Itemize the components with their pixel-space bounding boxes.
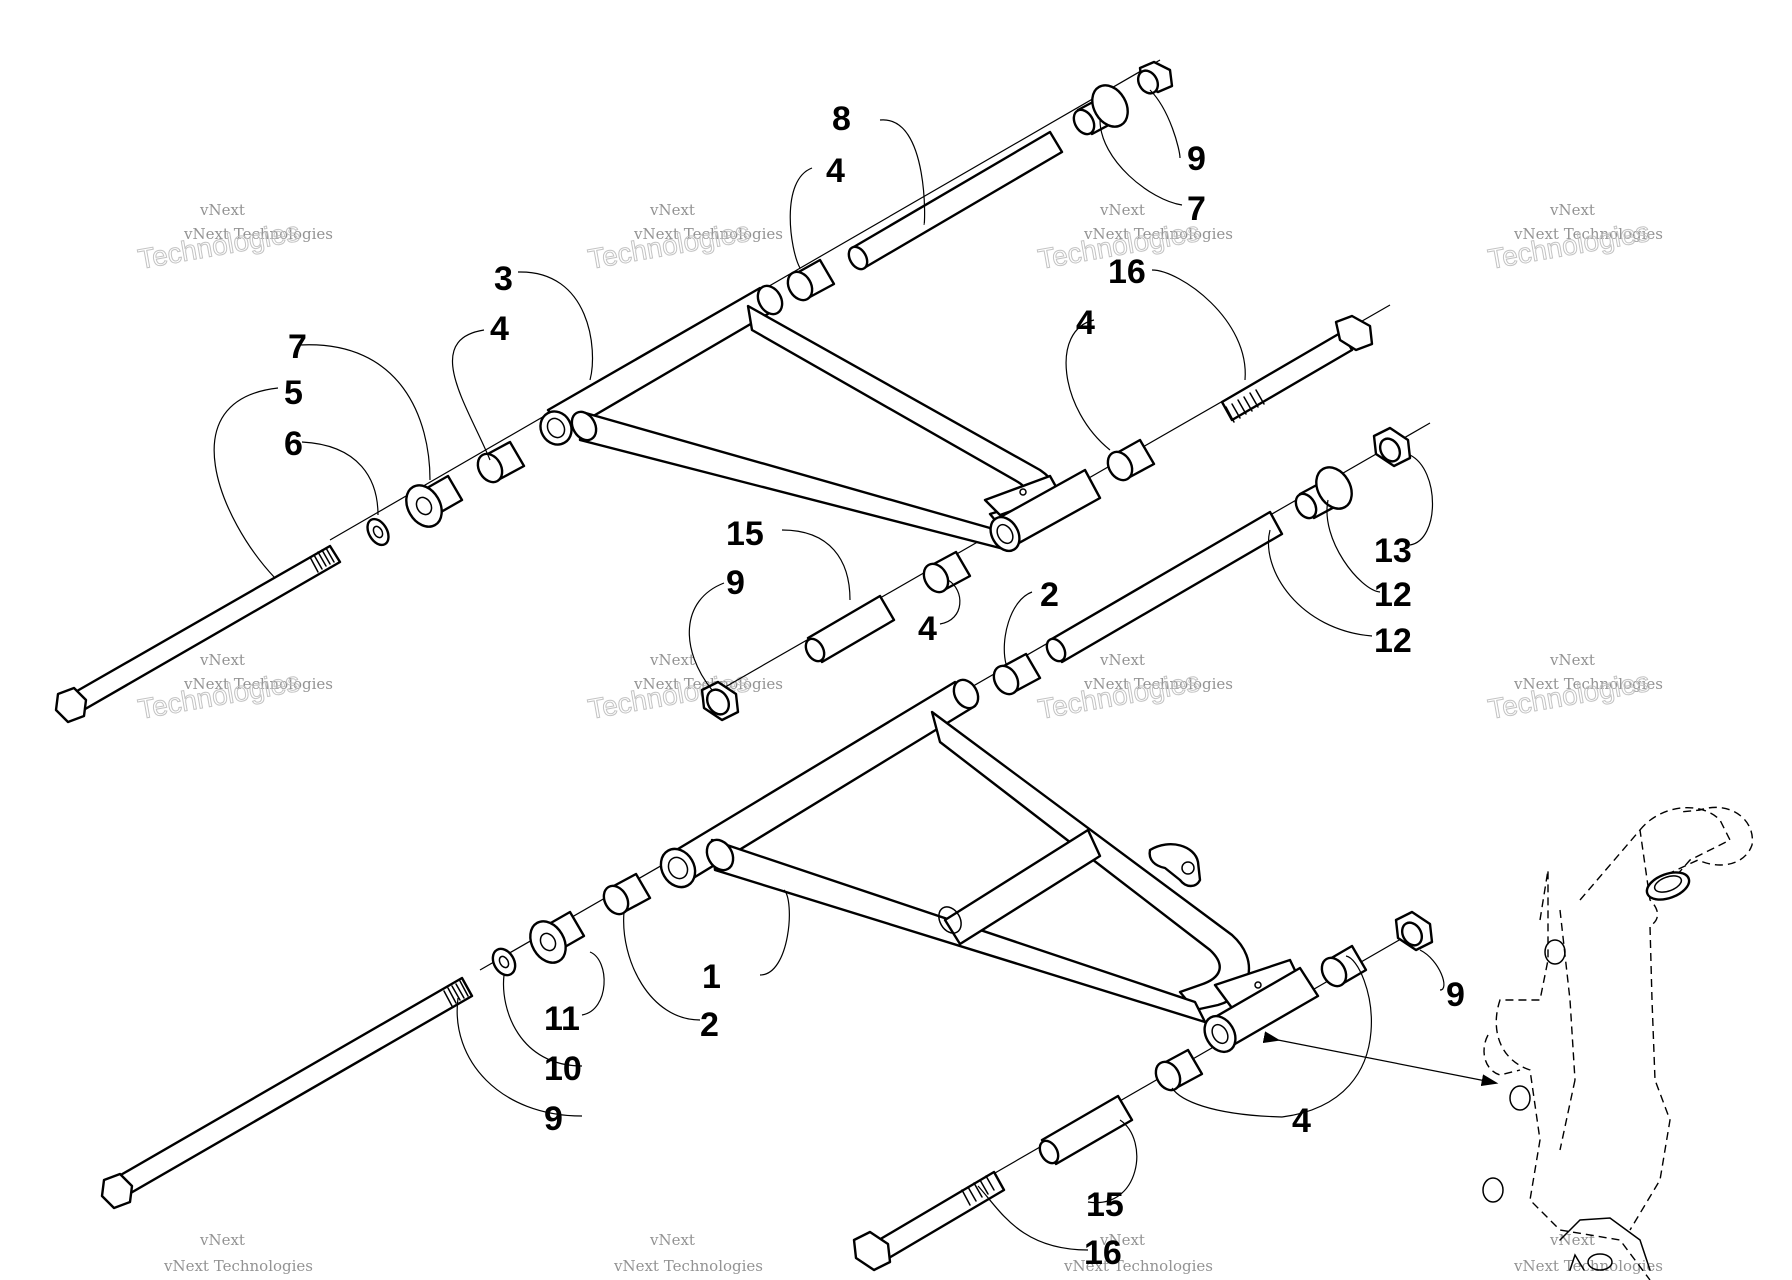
lower-a-arm — [659, 678, 1320, 1054]
svg-text:vNext Technologies: vNext Technologies — [1083, 225, 1233, 243]
upper-hardware — [54, 60, 1374, 724]
callout-4: 4 — [1292, 1102, 1311, 1140]
callout-4: 4 — [826, 152, 845, 190]
spindle-outline — [1482, 806, 1754, 1280]
svg-text:vNext Technologies: vNext Technologies — [1513, 225, 1663, 243]
watermark: vNext vNext Technologies — [163, 1231, 313, 1275]
svg-text:vNext: vNext — [1099, 201, 1145, 219]
svg-text:vNext Technologies: vNext Technologies — [1083, 675, 1233, 693]
svg-text:vNext: vNext — [649, 1231, 695, 1249]
watermark: vNext vNext Technologies Technologies — [135, 201, 333, 275]
lower-hardware — [100, 426, 1434, 1272]
callout-7: 7 — [288, 328, 307, 366]
callout-labels: 8 4 9 7 3 16 4 7 4 5 6 15 9 4 2 13 12 12… — [284, 100, 1465, 1272]
callout-13: 12 — [1374, 622, 1412, 660]
callout-16: 16 — [1108, 253, 1146, 291]
callout-2: 2 — [1040, 576, 1059, 614]
svg-text:vNext Technologies: vNext Technologies — [183, 225, 333, 243]
svg-text:vNext: vNext — [1549, 1231, 1595, 1249]
svg-text:vNext Technologies: vNext Technologies — [1063, 1257, 1213, 1275]
svg-text:vNext: vNext — [199, 651, 245, 669]
svg-text:vNext Technologies: vNext Technologies — [633, 225, 783, 243]
callout-7: 7 — [1187, 190, 1206, 228]
callout-4: 4 — [1076, 304, 1095, 342]
callout-15: 15 — [1086, 1186, 1124, 1224]
svg-text:vNext Technologies: vNext Technologies — [163, 1257, 313, 1275]
leader-lines — [213, 89, 1445, 1251]
callout-14: 13 — [1374, 532, 1412, 570]
callout-3: 3 — [494, 260, 513, 298]
watermark: vNext vNext Technologies Technologies — [585, 651, 783, 725]
watermark: vNext vNext Technologies — [1513, 1231, 1663, 1275]
watermark: vNext vNext Technologies Technologies — [1035, 651, 1233, 725]
svg-text:vNext: vNext — [1099, 651, 1145, 669]
watermark: vNext vNext Technologies Technologies — [1485, 651, 1663, 725]
svg-text:vNext: vNext — [199, 201, 245, 219]
callout-9: 9 — [726, 564, 745, 602]
callout-4: 4 — [490, 310, 509, 348]
watermark: vNext vNext Technologies — [613, 1231, 763, 1275]
watermark: vNext vNext Technologies Technologies — [585, 201, 783, 275]
callout-11: 10 — [544, 1050, 582, 1088]
svg-text:vNext: vNext — [649, 651, 695, 669]
callout-6: 6 — [284, 425, 303, 463]
svg-text:vNext Technologies: vNext Technologies — [183, 675, 333, 693]
callout-4: 4 — [918, 610, 937, 648]
callout-9: 9 — [1187, 140, 1206, 178]
callout-5: 5 — [284, 374, 303, 412]
svg-text:vNext: vNext — [1549, 651, 1595, 669]
reference-arrow — [1262, 1031, 1499, 1087]
callout-16: 16 — [1084, 1234, 1122, 1272]
svg-text:vNext Technologies: vNext Technologies — [1513, 1257, 1663, 1275]
watermark: vNext vNext Technologies Technologies — [1485, 201, 1663, 275]
callout-9: 9 — [1446, 976, 1465, 1014]
watermark: vNext vNext Technologies — [1063, 1231, 1213, 1275]
svg-text:vNext: vNext — [649, 201, 695, 219]
callout-12: 12 — [1374, 576, 1412, 614]
callout-15: 15 — [726, 515, 764, 553]
svg-text:vNext: vNext — [1549, 201, 1595, 219]
svg-text:vNext Technologies: vNext Technologies — [1513, 675, 1663, 693]
callout-10: 9 — [544, 1100, 563, 1138]
callout-2: 2 — [700, 1006, 719, 1044]
svg-text:vNext: vNext — [1099, 1231, 1145, 1249]
callout-12: 11 — [544, 1000, 580, 1038]
upper-a-arm — [539, 284, 1102, 553]
callout-1: 1 — [702, 958, 721, 996]
svg-text:vNext: vNext — [199, 1231, 245, 1249]
callout-8: 8 — [832, 100, 851, 138]
svg-text:vNext Technologies: vNext Technologies — [613, 1257, 763, 1275]
